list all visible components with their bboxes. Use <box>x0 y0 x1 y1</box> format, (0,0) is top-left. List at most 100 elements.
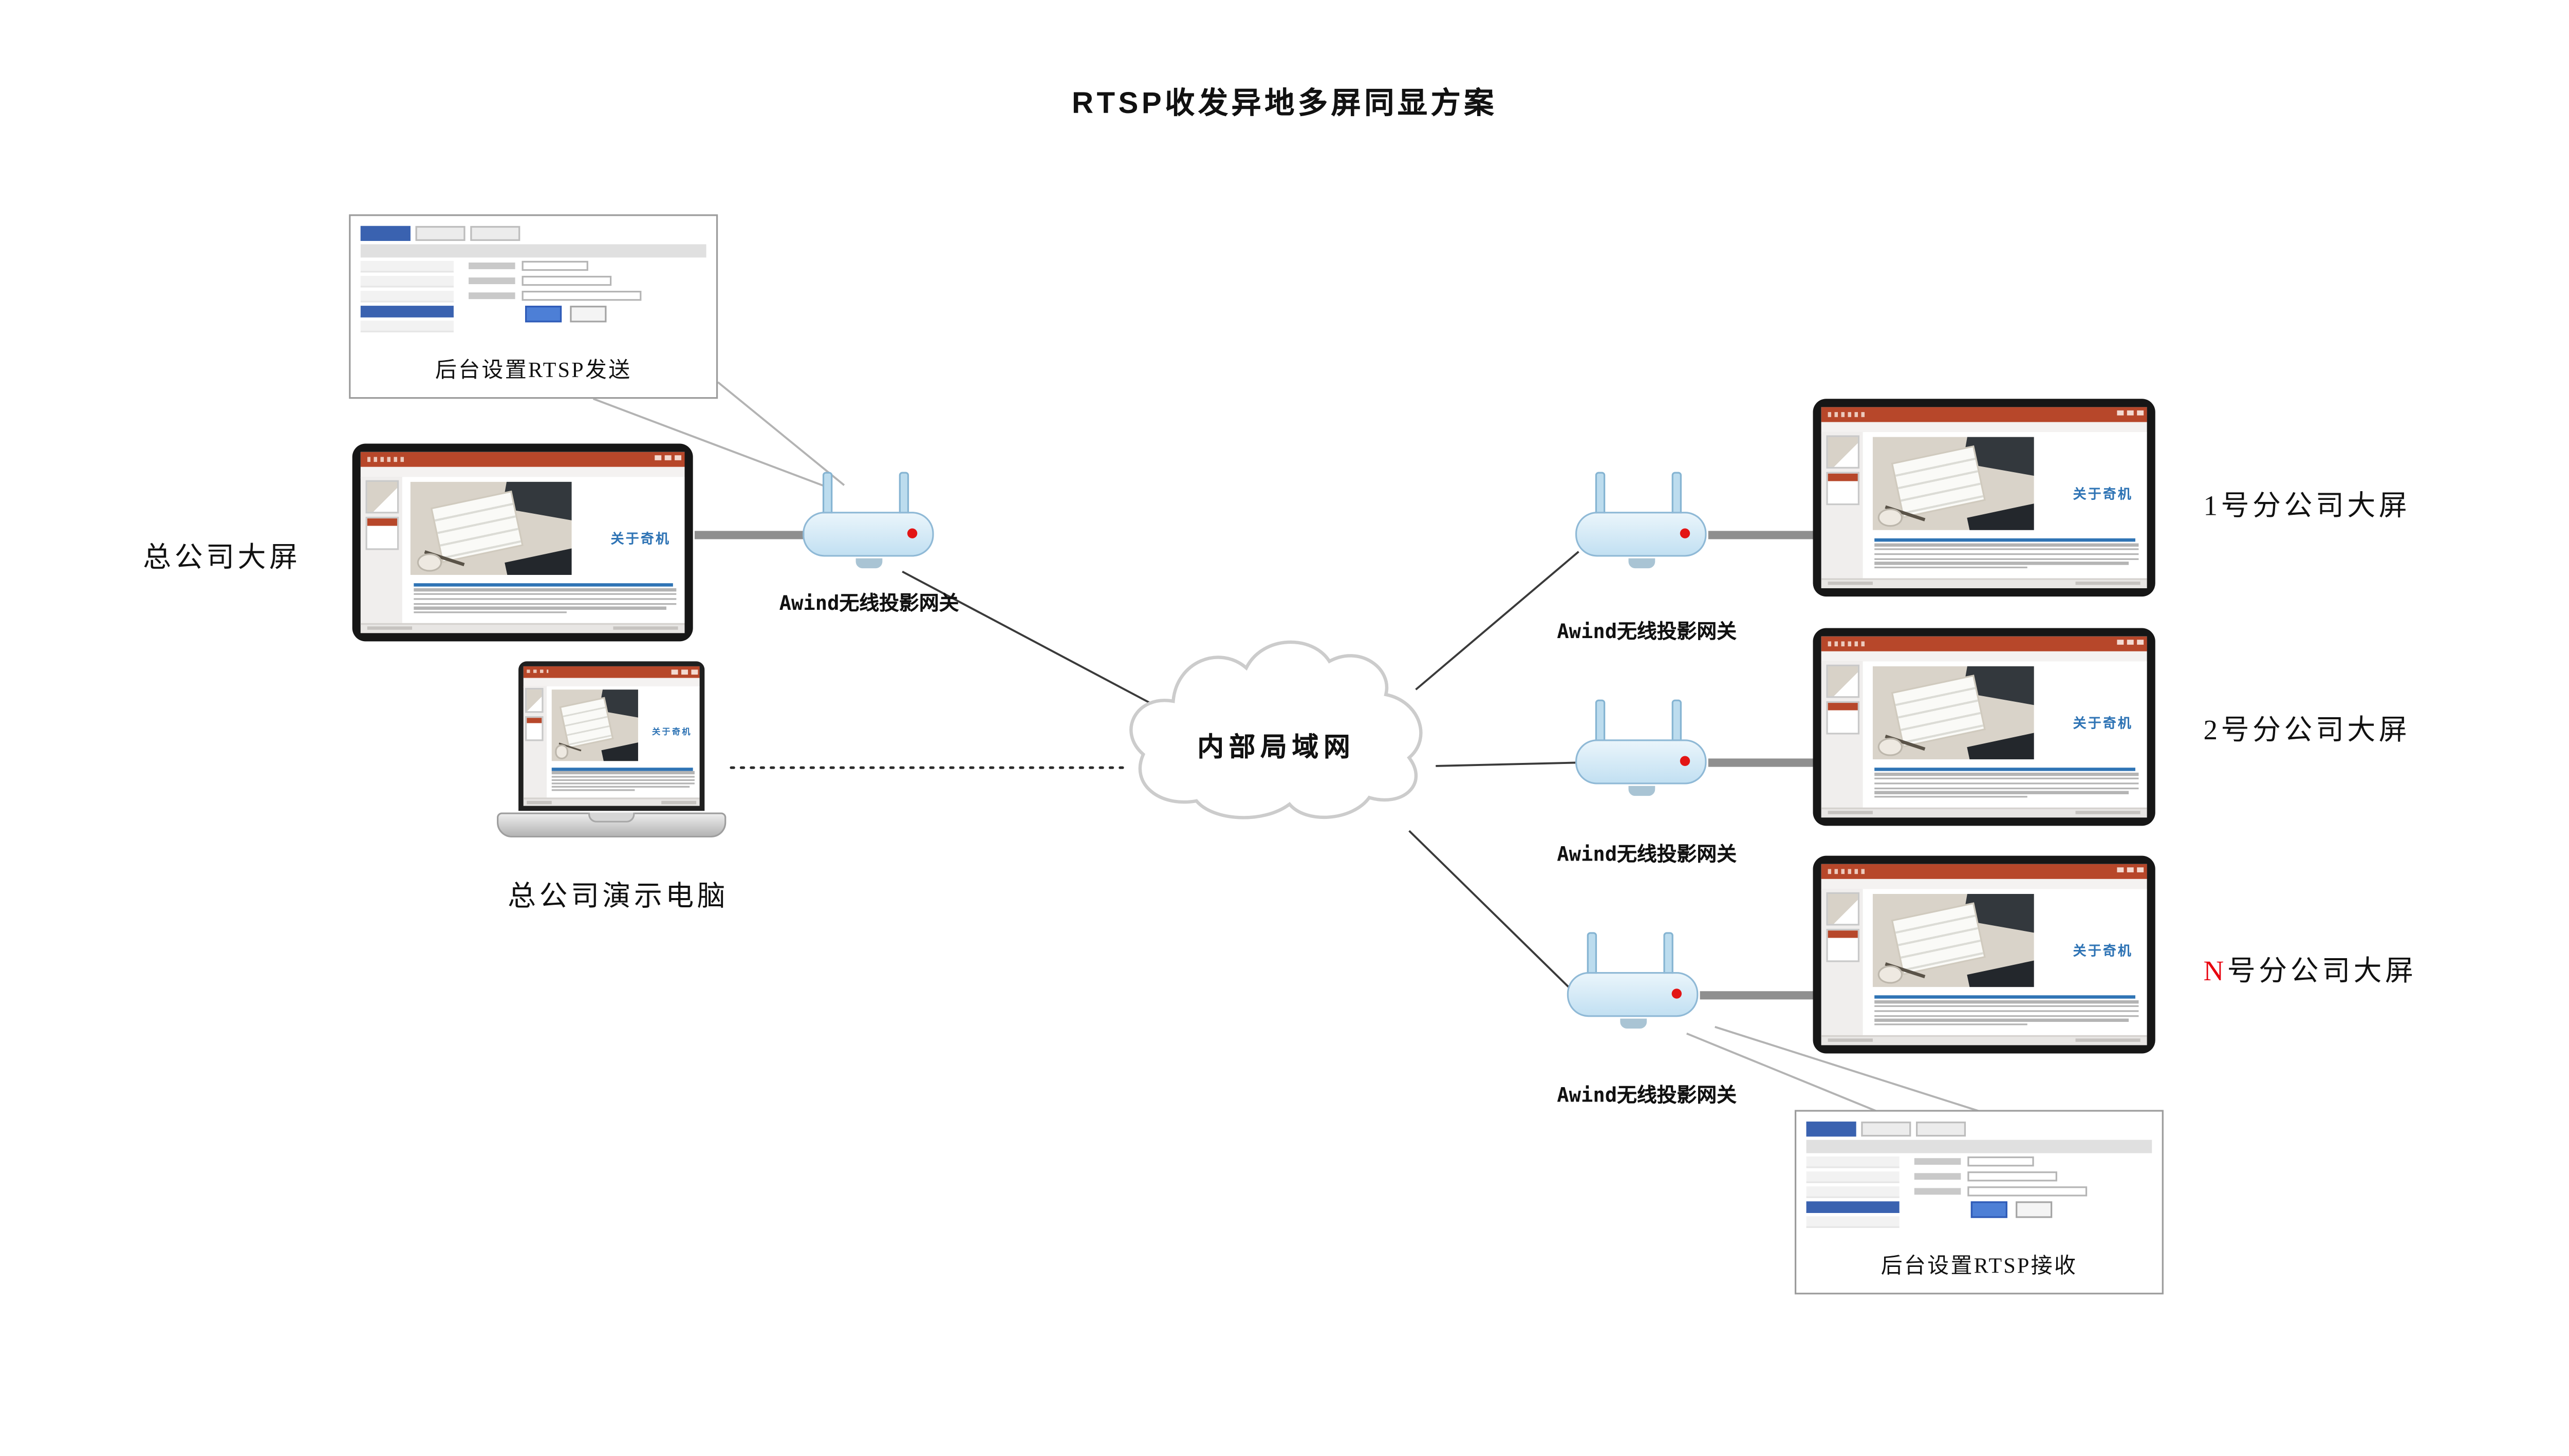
admin-tab <box>415 226 466 241</box>
photo-cup <box>417 553 442 572</box>
ok-button <box>1970 1201 2007 1218</box>
ppt-statusbar <box>523 797 700 806</box>
gateway-router-branch-1 <box>1575 472 1707 569</box>
router-body <box>1575 512 1707 557</box>
slide-canvas: 关于奇机 <box>402 477 685 624</box>
power-led <box>1680 756 1690 766</box>
slide-heading: 关于奇机 <box>652 728 692 738</box>
slide-heading-rule <box>414 583 674 587</box>
slide-thumbnails <box>1821 889 1866 1036</box>
gateway-hq-label: Awind无线投影网关 <box>779 591 959 615</box>
slide-thumbnail <box>1825 472 1859 505</box>
slide-heading-rule <box>1875 767 2136 771</box>
hq-laptop-label: 总公司演示电脑 <box>508 881 729 912</box>
ppt-statusbar <box>1821 1034 2147 1046</box>
admin-section-header <box>1806 1140 2152 1153</box>
antenna-icon <box>1671 699 1682 744</box>
slide-photo <box>411 481 572 576</box>
wire-send-panel-gateway-a <box>592 398 831 490</box>
admin-tab-active <box>360 226 411 241</box>
slide-thumbnail <box>365 516 399 550</box>
slide-heading-rule <box>1875 995 2136 999</box>
slide-paragraph <box>414 589 677 614</box>
sidebar-row-active <box>1806 1201 1900 1213</box>
window-controls-icon <box>2117 411 2144 416</box>
antenna-icon <box>822 472 833 517</box>
branch-name: 号分公司大屏 <box>2221 490 2411 522</box>
field-label <box>469 277 515 285</box>
recv-panel-caption: 后台设置RTSP接收 <box>1881 1253 2078 1278</box>
slide-paragraph <box>1875 773 2139 798</box>
field-input <box>1967 1171 2057 1182</box>
slide-photo <box>551 689 639 762</box>
sidebar-row <box>1806 1186 1900 1198</box>
lan-cloud: 内部局域网 <box>1110 625 1442 837</box>
window-controls-icon <box>2117 640 2144 646</box>
photo-keyboard <box>601 741 639 762</box>
sidebar-row <box>360 321 454 332</box>
cloud-icon <box>1129 640 1423 819</box>
field-input <box>522 260 588 271</box>
slide-thumbnail <box>1825 892 1859 926</box>
antenna-icon <box>1595 699 1606 744</box>
sidebar-row <box>360 275 454 288</box>
window-controls-icon <box>671 669 698 675</box>
branch-label-3: N号分公司大屏 <box>2204 947 2417 988</box>
powerpoint-window: 关于奇机 <box>360 452 685 633</box>
cancel-button <box>2016 1201 2053 1218</box>
wire-send-panel-gateway-b <box>717 381 845 486</box>
wire-lan-gateway-3 <box>1408 830 1575 993</box>
gateway-router-branch-2 <box>1575 699 1707 796</box>
router-body <box>1567 972 1699 1017</box>
ppt-titlebar <box>1821 407 2147 422</box>
branch-number: N <box>2203 955 2227 987</box>
branch-number: 1 <box>2203 490 2221 522</box>
wire-lan-gateway-2 <box>1436 761 1576 767</box>
sidebar-row <box>360 260 454 273</box>
slide-thumbnail <box>365 480 399 514</box>
field-label <box>1914 1188 1961 1195</box>
photo-keyboard <box>1966 960 2034 988</box>
antenna-icon <box>1663 932 1673 977</box>
gateway-branch-2-label: Awind无线投影网关 <box>1557 842 1737 866</box>
admin-tabs <box>360 226 706 241</box>
slide-thumbnail <box>1825 665 1859 698</box>
photo-notebook <box>1893 904 1983 973</box>
admin-tab-active <box>1806 1122 1856 1137</box>
antenna-icon <box>1595 472 1606 517</box>
quick-access-icons <box>527 669 548 674</box>
hq-monitor-screen: 关于奇机 <box>360 452 685 633</box>
slide-heading: 关于奇机 <box>2073 716 2133 732</box>
window-controls-icon <box>655 456 682 461</box>
slide-photo <box>1872 437 2034 531</box>
wire-gateway-hq-lan <box>902 570 1150 704</box>
wire-gateway3-recv-panel-b <box>1715 1025 1981 1113</box>
ppt-ribbon <box>1821 878 2147 891</box>
field-label <box>469 263 515 269</box>
router-stand <box>1619 1018 1646 1029</box>
ppt-titlebar <box>523 666 700 678</box>
slide-paragraph <box>552 772 695 791</box>
branch-monitor-3: 关于奇机 <box>1813 855 2155 1054</box>
branch-name: 号分公司大屏 <box>2227 955 2417 987</box>
branch-number: 2 <box>2203 714 2221 746</box>
admin-section-header <box>360 244 706 258</box>
branch-monitor-1-screen: 关于奇机 <box>1821 407 2147 588</box>
antenna-icon <box>1671 472 1682 517</box>
photo-cup <box>1878 509 1903 527</box>
cancel-button <box>570 306 607 323</box>
sidebar-row-active <box>360 306 454 318</box>
slide-thumbnails <box>1821 432 1866 580</box>
branch-monitor-2-screen: 关于奇机 <box>1821 636 2147 818</box>
wire-lan-gateway-1 <box>1415 551 1579 690</box>
slide-thumbnails <box>360 477 405 624</box>
slide-canvas: 关于奇机 <box>546 685 700 799</box>
power-led <box>907 528 918 538</box>
photo-keyboard <box>505 548 572 576</box>
slide-photo <box>1872 666 2034 760</box>
gateway-branch-1-label: Awind无线投影网关 <box>1557 620 1737 643</box>
ppt-titlebar <box>360 452 685 466</box>
slide-thumbnails <box>523 685 548 799</box>
admin-sidebar <box>1806 1156 1900 1231</box>
window-controls-icon <box>2117 868 2144 873</box>
